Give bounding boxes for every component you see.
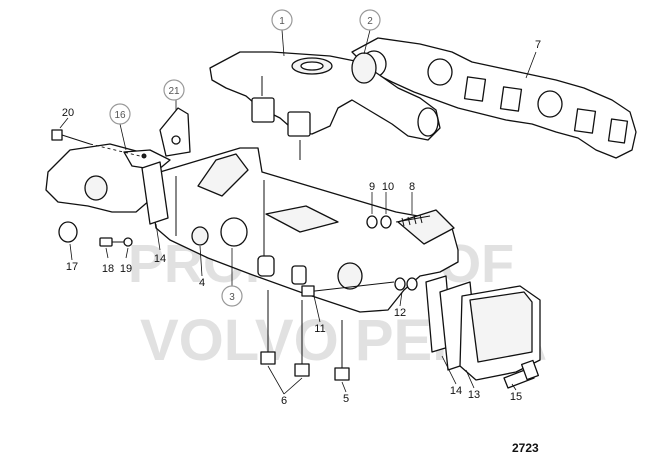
rear-end-cover [459,285,541,381]
callout-14-front: 14 [154,253,166,265]
part-11-long-bolt [301,281,395,297]
callout-11-label: 11 [314,323,325,335]
callout-10: 10 [382,181,394,193]
callout-1: 1 [271,9,293,31]
callout-15-label: 15 [510,391,522,403]
callout-13: 13 [468,389,480,401]
leader-lines [59,29,537,395]
callout-18-label: 18 [102,263,114,275]
callout-7-label: 7 [535,39,541,51]
part-15-screw [503,359,540,389]
callout-8-label: 8 [409,181,415,193]
callout-13-label: 13 [468,389,480,401]
part-14-gasket-front [141,161,169,225]
callout-21: 21 [163,79,185,101]
callout-16-label: 16 [114,110,126,121]
callout-17-label: 17 [66,261,78,273]
part-20-bolt [51,129,141,157]
part-9-nut [366,215,378,229]
part-17-plug [58,221,78,243]
callout-8: 8 [409,181,415,193]
callout-2-label: 2 [367,16,373,27]
callout-20-label: 20 [62,107,74,119]
reference-number: 2723 [512,441,539,455]
callout-21-label: 21 [168,86,180,97]
part-18-bolt [99,237,124,247]
callout-14-front-label: 14 [154,253,166,265]
callout-6-label: 6 [281,395,287,407]
callout-4-label: 4 [199,277,205,289]
callout-9-label: 9 [369,181,375,193]
part-8-stud [395,214,431,227]
part-1-exhaust-elbow [209,51,441,160]
callout-3-label: 3 [229,292,235,303]
callout-15: 15 [510,391,522,403]
exhaust-manifold-body [151,147,459,313]
part-6-bolt-left [260,290,276,365]
callout-19: 19 [120,263,132,275]
part-10-washer [380,215,392,229]
part-16-front-end-cap [45,143,171,213]
callout-18: 18 [102,263,114,275]
part-19-washer [123,237,133,247]
callout-19-label: 19 [120,263,132,275]
callout-12-label: 12 [394,307,406,319]
callout-14-rear-label: 14 [450,385,462,397]
callout-9: 9 [369,181,375,193]
callout-5: 5 [343,393,349,405]
part-12-washer [394,277,418,291]
callout-3: 3 [221,285,243,307]
callout-14-rear: 14 [450,385,462,397]
part-21-bracket [159,107,191,157]
part-7-exhaust-gasket [351,37,637,159]
spacer-right [291,265,307,285]
callout-7: 7 [535,39,541,51]
callout-11: 11 [314,323,325,335]
callout-17: 17 [66,261,78,273]
callout-12: 12 [394,307,406,319]
callout-5-label: 5 [343,393,349,405]
callout-4: 4 [199,277,205,289]
spacer-left [257,255,275,277]
callout-1-label: 1 [279,16,285,27]
callout-10-label: 10 [382,181,394,193]
part-4-plug [191,226,209,246]
callout-16: 16 [109,103,131,125]
callout-2: 2 [359,9,381,31]
part-6-bolt-middle [294,300,310,377]
callout-20: 20 [62,107,74,119]
part-5-bolt [334,320,350,381]
callout-6: 6 [281,395,287,407]
